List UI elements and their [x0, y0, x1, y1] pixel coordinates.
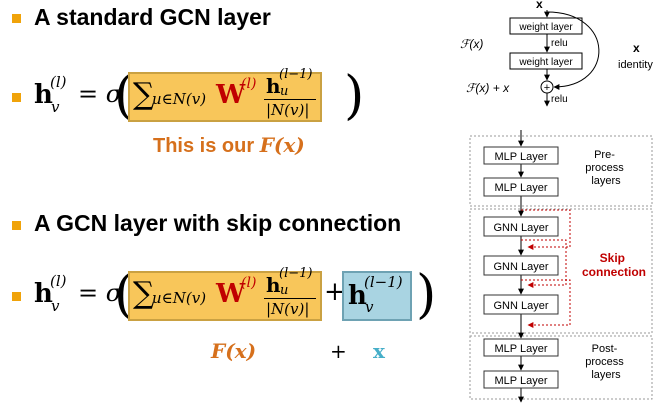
mlp-layer-box-2: [483, 177, 559, 197]
mlp-layer-box-3: [483, 338, 559, 357]
fraction-bar: [264, 99, 316, 100]
preprocess-line-2: process: [585, 162, 624, 174]
mlp-layer-label-4: MLP Layer: [495, 375, 548, 387]
preprocess-label: Pre- process layers: [585, 149, 627, 187]
caption-this-is-fx: This is our F(x): [153, 133, 305, 158]
weight-superscript: (l): [241, 76, 257, 92]
frac-den: |N(v)|: [266, 300, 310, 318]
equals-sigma: = σ: [78, 80, 123, 108]
weight-matrix: W: [216, 80, 246, 110]
frac-num-sup: (l−1): [279, 266, 313, 281]
bullet: [12, 93, 21, 102]
f-x-box-content: ∑ u∈N(v) W (l) h (l−1) u |N(v)|: [128, 266, 322, 321]
caption-fx: F(x): [259, 133, 305, 157]
bullet: [12, 292, 21, 301]
gnn-pipeline-diagram: MLP Layer MLP Layer GNN Layer GNN Layer …: [469, 130, 653, 403]
weight-layer-box-1: [509, 17, 583, 35]
caption-x: x: [373, 339, 385, 363]
preprocess-line-1: Pre-: [594, 149, 615, 161]
weight-layer-box-2: [509, 52, 583, 70]
superscript: (l): [50, 73, 67, 91]
mlp-layer-label-1: MLP Layer: [495, 151, 548, 163]
bullet: [12, 221, 21, 230]
skip-line-2: connection: [582, 265, 646, 279]
fx-plus-x-label: ℱ(x) + x: [466, 81, 510, 95]
fx-label: ℱ(x): [460, 37, 483, 51]
identity-label: identity: [618, 59, 653, 71]
add-node-plus: +: [544, 82, 550, 94]
sum-symbol: ∑: [133, 276, 155, 311]
superscript: (l): [50, 272, 67, 290]
gnn-layer-label-3: GNN Layer: [493, 300, 548, 312]
resnet-block-diagram: x weight layer relu weight layer + relu …: [460, 0, 653, 107]
skip-sub: v: [365, 298, 374, 316]
formula-standard-gcn: h (l) v = σ ( ): [34, 66, 364, 130]
postprocess-line-1: Post-: [592, 343, 618, 355]
frac-num-h: h: [266, 74, 281, 98]
gnn-layer-label-1: GNN Layer: [493, 222, 548, 234]
sum-subscript: u∈N(v): [152, 289, 207, 307]
frac-num-sub: u: [280, 283, 289, 298]
weight-matrix: W: [216, 279, 246, 309]
heading-standard-gcn: A standard GCN layer: [34, 4, 271, 30]
resnet-x-top: x: [536, 0, 543, 11]
mlp-layer-box-1: [483, 146, 559, 165]
subscript: v: [51, 297, 60, 315]
gnn-layer-label-2: GNN Layer: [493, 261, 548, 273]
frac-num-h: h: [266, 273, 281, 297]
gnn-layer-box-2: [483, 255, 559, 276]
equals-sigma: = σ: [78, 279, 123, 307]
weight-layer-label-2: weight layer: [518, 57, 573, 68]
frac-num-sub: u: [280, 84, 289, 99]
f-x-box: [128, 72, 322, 122]
h-symbol: h: [34, 80, 53, 110]
bullet: [12, 14, 21, 23]
relu-label-2: relu: [551, 94, 568, 105]
identity-arrow: [546, 11, 600, 90]
relu-label-1: relu: [551, 38, 568, 49]
skip-connection-arrow-2: [521, 239, 567, 288]
sum-subscript: u∈N(v): [152, 90, 207, 108]
frac-den: |N(v)|: [266, 101, 310, 119]
mlp-layer-label-2: MLP Layer: [495, 182, 548, 194]
heading-skip-gcn: A GCN layer with skip connection: [34, 210, 402, 236]
skip-connection-arrow-3: [521, 279, 571, 328]
frac-num-sup: (l−1): [279, 67, 313, 82]
gnn-layer-box-3: [483, 294, 559, 315]
postprocess-line-3: layers: [591, 369, 621, 381]
plus-sign: +: [324, 277, 346, 307]
identity-x-label: x: [633, 41, 640, 55]
mlp-layer-label-3: MLP Layer: [495, 343, 548, 355]
skip-term-box: [342, 271, 412, 321]
preprocess-line-3: layers: [591, 175, 621, 187]
paren-close: ): [416, 265, 437, 325]
mlp-layer-box-4: [483, 370, 559, 389]
weight-superscript: (l): [241, 275, 257, 291]
skip-term-content: h (l−1) v: [342, 271, 412, 321]
skip-connection-arrow-1: [521, 209, 571, 250]
weight-layer-label-1: weight layer: [518, 22, 573, 33]
postprocess-line-2: process: [585, 356, 624, 368]
gnn-layer-box-1: [483, 216, 559, 237]
f-x-box: [128, 271, 322, 321]
fraction-bar: [264, 298, 316, 299]
f-x-box-content: ∑ u∈N(v) W (l) h (l−1) u |N(v)|: [128, 67, 322, 122]
paren-close: ): [344, 66, 365, 126]
skip-connection-label: Skip connection: [582, 251, 646, 279]
skip-h: h: [348, 281, 367, 311]
caption-fx: F(x): [211, 339, 257, 363]
caption-plus: +: [330, 339, 347, 363]
sum-symbol: ∑: [133, 77, 155, 112]
caption-text: This is our: [153, 135, 260, 157]
h-symbol: h: [34, 279, 53, 309]
subscript: v: [51, 98, 60, 116]
skip-line-1: Skip: [600, 251, 625, 265]
skip-sup: (l−1): [364, 273, 403, 291]
postprocess-label: Post- process layers: [585, 343, 627, 381]
